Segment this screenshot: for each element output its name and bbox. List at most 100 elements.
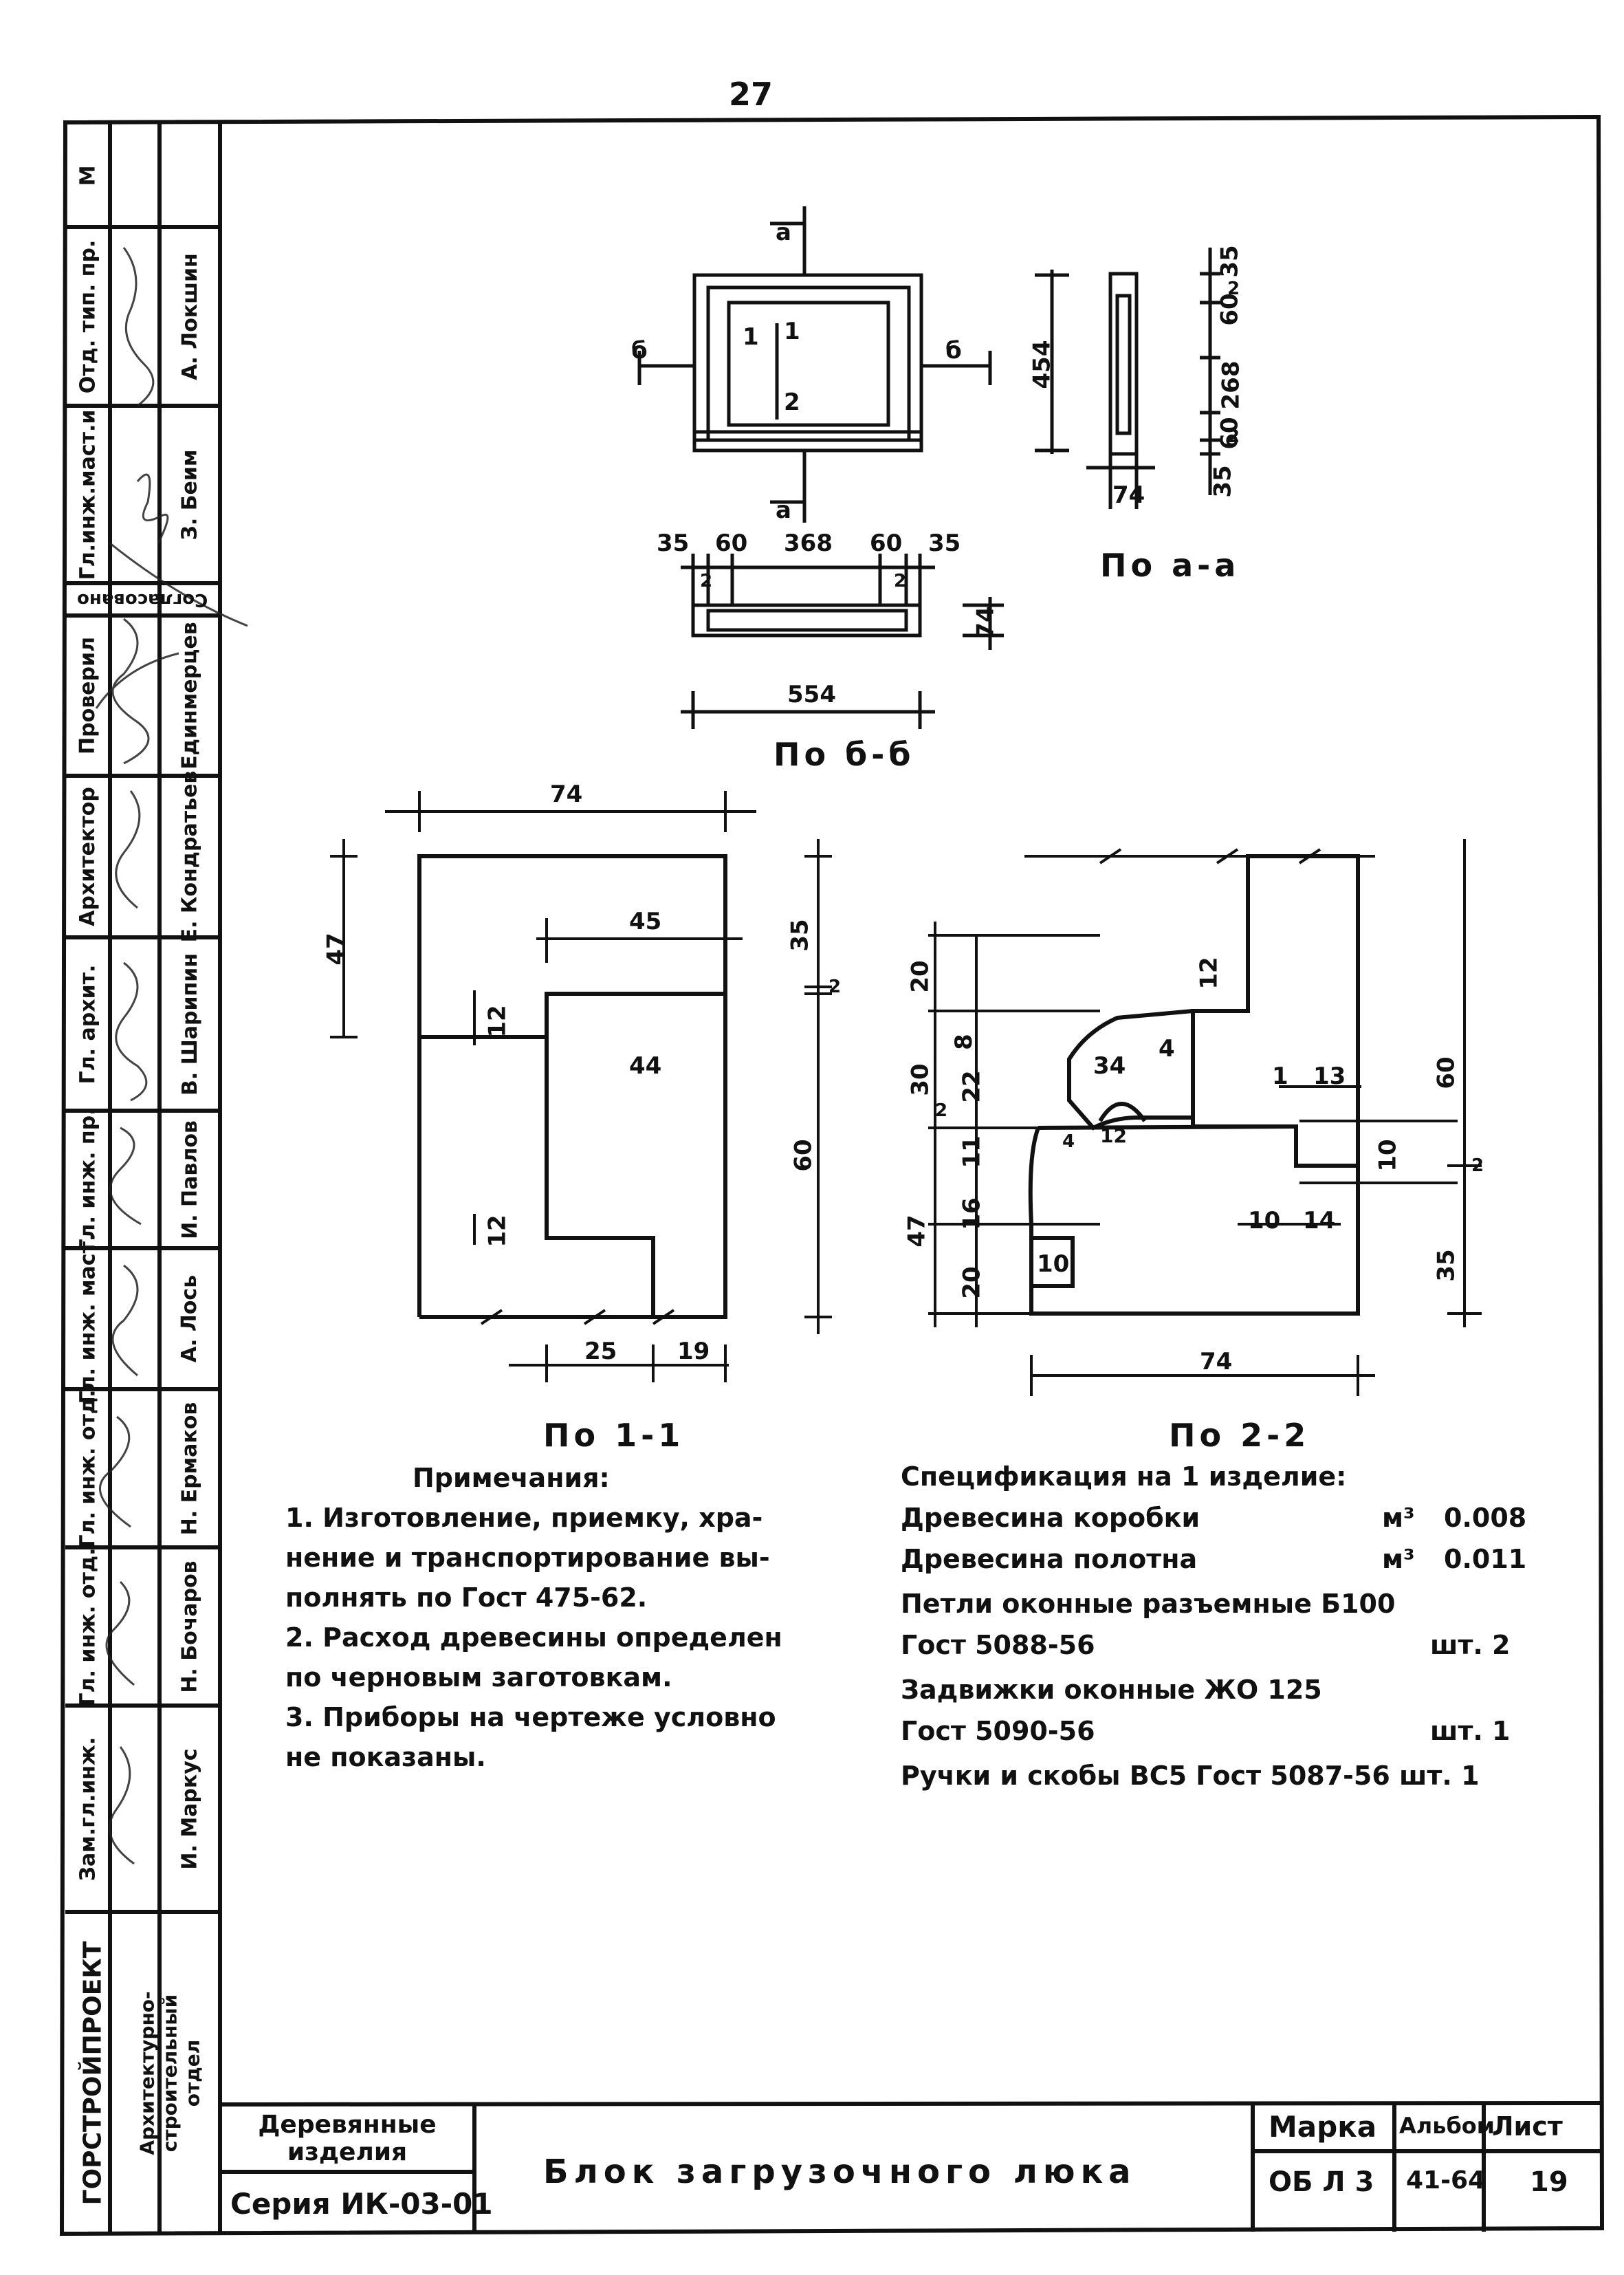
side-name: А. Лось xyxy=(177,1274,202,1363)
spec-r1-unit: м³ xyxy=(1382,1503,1415,1533)
spec-r1-name: Древесина коробки xyxy=(901,1503,1200,1533)
cut-mark-a-top: а xyxy=(776,219,791,246)
s1-60: 60 xyxy=(789,1139,818,1172)
view-s11-label: По 1-1 xyxy=(543,1417,685,1454)
side-name: З. Беим xyxy=(177,449,202,540)
cut-mark-1-right: 1 xyxy=(784,318,800,345)
spec-r6-qty: шт. 1 xyxy=(1430,1716,1511,1746)
cut-mark-a-bottom: а xyxy=(776,497,791,524)
cut-mark-b-right: б xyxy=(945,337,962,364)
section-1-1 xyxy=(417,854,727,1319)
tb-album-header: Альбом xyxy=(1399,2113,1495,2139)
spec-r7: Ручки и скобы ВС5 Гост 5087-56 шт. 1 xyxy=(901,1761,1480,1791)
spec-r3: Петли оконные разъемные Б100 xyxy=(901,1589,1396,1619)
s1-12a: 12 xyxy=(483,1005,512,1038)
s2-10a: 10 xyxy=(1374,1139,1402,1172)
tb-series: Серия ИК-03-01 xyxy=(230,2187,493,2221)
s2-8: 8 xyxy=(950,1034,978,1050)
cut-mark-2: 2 xyxy=(784,389,800,416)
s2-2: 2 xyxy=(935,1100,948,1121)
s2-4: 4 xyxy=(1159,1035,1175,1063)
side-top-mark: М xyxy=(75,165,100,186)
sheet-frame xyxy=(59,114,1605,2236)
s2-20b: 20 xyxy=(958,1266,986,1299)
side-role: Гл. инж. отд. xyxy=(76,1547,100,1706)
s1-45: 45 xyxy=(629,908,662,935)
s1-25: 25 xyxy=(584,1338,617,1365)
aa-2-top: 2 xyxy=(1227,279,1240,299)
tb-title: Блок загрузочного люка xyxy=(543,2153,1137,2191)
spec-r4-qty: шт. 2 xyxy=(1430,1630,1511,1660)
side-role: Гл. инж. пр. xyxy=(76,1107,100,1252)
side-name: Е. Кондратьев xyxy=(177,770,202,943)
side-name: Н. Бочаров xyxy=(177,1560,202,1693)
notes-line: не показаны. xyxy=(285,1742,486,1772)
s2-13: 13 xyxy=(1313,1063,1346,1090)
s2-74: 74 xyxy=(1200,1348,1233,1375)
s2-1: 1 xyxy=(1272,1063,1288,1090)
view-s22-label: По 2-2 xyxy=(1169,1417,1310,1454)
spec-r4-name: Гост 5088-56 xyxy=(901,1630,1095,1660)
s2-2b: 2 xyxy=(1471,1155,1484,1176)
s2-60: 60 xyxy=(1432,1056,1460,1089)
side-role: Согласовано xyxy=(77,589,208,610)
spec-r2-val: 0.011 xyxy=(1444,1544,1527,1574)
side-role: Архитектор xyxy=(76,787,100,926)
tb-sheet-header: Лист xyxy=(1492,2111,1563,2142)
bb-view xyxy=(681,554,1004,729)
aa-mid: 268 xyxy=(1217,360,1245,410)
tb-mark-value: ОБ Л 3 xyxy=(1269,2166,1374,2198)
s2-35: 35 xyxy=(1432,1249,1460,1282)
view-aa-label: По а-а xyxy=(1100,547,1240,584)
s1-74: 74 xyxy=(550,781,583,808)
s1-12b: 12 xyxy=(483,1215,512,1248)
spec-r6-name: Гост 5090-56 xyxy=(901,1716,1095,1746)
s2-34: 34 xyxy=(1093,1052,1126,1080)
side-role: Гл. инж. маст. xyxy=(76,1233,100,1404)
s1-35: 35 xyxy=(786,919,814,952)
side-org-sub: Архитектурно-строительный отдел xyxy=(136,1990,204,2155)
side-role: Отд. тип. пр. xyxy=(76,239,100,393)
s2-22: 22 xyxy=(958,1070,986,1103)
s2-14: 14 xyxy=(1303,1207,1336,1234)
s2-4b: 4 xyxy=(1062,1131,1075,1152)
notes-line: 2. Расход древесины определен xyxy=(285,1622,782,1653)
s2-30: 30 xyxy=(906,1063,934,1096)
s2-12b: 12 xyxy=(1100,1124,1127,1147)
section-2-2-dims xyxy=(928,839,1482,1396)
s1-19: 19 xyxy=(677,1338,710,1365)
side-role: Гл. архит. xyxy=(76,964,100,1084)
spec-r1-val: 0.008 xyxy=(1444,1503,1527,1533)
s2-12: 12 xyxy=(1195,957,1223,990)
notes-line: по черновым заготовкам. xyxy=(285,1662,672,1692)
bb-2a: 2 xyxy=(700,571,713,591)
notes-line: полнять по Гост 475-62. xyxy=(285,1582,648,1613)
tb-mark-header: Марка xyxy=(1269,2110,1377,2144)
side-name: В. Шарипин xyxy=(177,953,202,1096)
notes-block: Примечания: 1. Изготовление, приемку, хр… xyxy=(285,1458,782,1777)
side-role: Гл. инж. отд. xyxy=(76,1389,100,1547)
side-role: Зам.гл.инж. xyxy=(76,1737,100,1881)
cut-mark-b-left: б xyxy=(631,337,648,364)
spec-r2-unit: м³ xyxy=(1382,1544,1415,1574)
view-bb-label: По б-б xyxy=(773,736,915,773)
bb-left-60: 60 xyxy=(715,530,748,557)
side-name: И. Павлов xyxy=(177,1120,202,1239)
tb-album-value: 41-64 xyxy=(1406,2166,1486,2195)
side-name: А. Локшин xyxy=(177,252,202,380)
notes-line: 3. Приборы на чертеже условно xyxy=(285,1702,776,1732)
s2-10b: 10 xyxy=(1248,1207,1281,1234)
s2-47: 47 xyxy=(903,1215,931,1248)
bb-mid: 368 xyxy=(784,530,833,557)
s1-2: 2 xyxy=(829,977,842,997)
aa-35-top: 35 xyxy=(1216,245,1244,278)
bb-left-35: 35 xyxy=(657,530,690,557)
aa-35-bottom: 35 xyxy=(1209,465,1237,498)
side-name: Единмерцев xyxy=(177,622,202,770)
bb-right-60: 60 xyxy=(870,530,903,557)
spec-r5: Задвижки оконные ЖО 125 xyxy=(901,1675,1322,1705)
spec-r2-name: Древесина полотна xyxy=(901,1544,1198,1574)
cut-mark-1-left: 1 xyxy=(743,323,759,351)
s1-44: 44 xyxy=(629,1052,662,1080)
bb-h: 74 xyxy=(972,606,1000,639)
